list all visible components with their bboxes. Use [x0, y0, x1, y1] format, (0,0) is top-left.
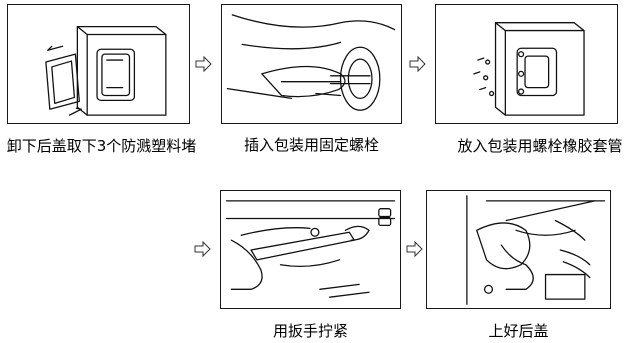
hollow-right-arrow-icon	[194, 240, 212, 258]
step-2-illustration	[221, 4, 402, 124]
step-3-illustration	[435, 4, 618, 124]
hollow-right-arrow-icon	[409, 55, 427, 73]
step-1-illustration	[7, 4, 190, 124]
hollow-right-arrow-icon	[406, 240, 424, 258]
step-2-caption: 插入包装用固定螺栓	[243, 136, 379, 154]
step-4-illustration	[220, 190, 401, 309]
step-4-caption: 用扳手拧紧	[272, 322, 348, 340]
hollow-right-arrow-icon	[195, 55, 213, 73]
step-5-illustration	[426, 190, 611, 309]
step-3-caption: 放入包装用螺栓橡胶套管	[457, 137, 623, 155]
step-1-caption: 卸下后盖取下3个防溅塑料堵	[6, 137, 197, 155]
step-5-caption: 上好后盖	[488, 322, 549, 340]
